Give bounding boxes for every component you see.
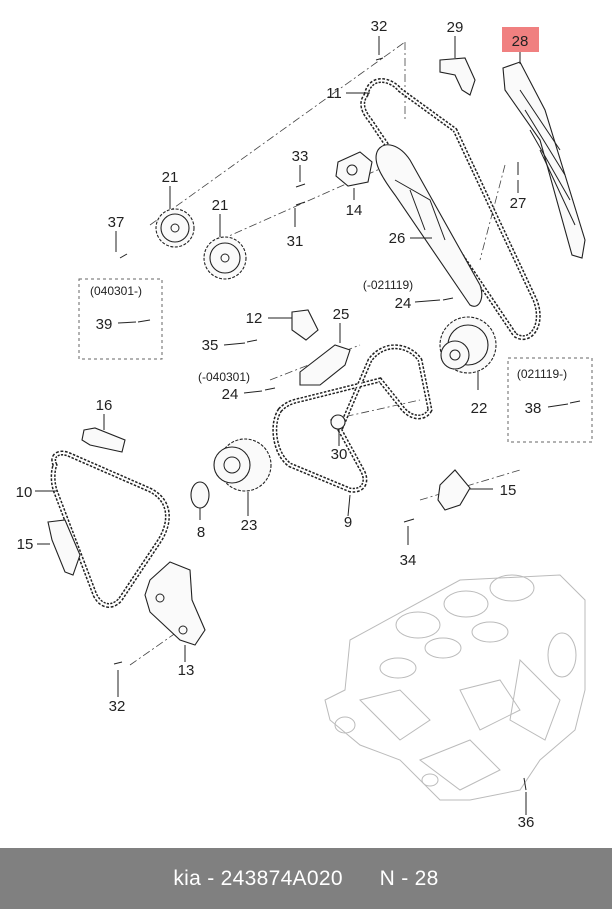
callout-13: 13 bbox=[178, 662, 195, 679]
callout-16: 16 bbox=[96, 397, 113, 414]
tensioner-13 bbox=[144, 561, 206, 646]
lower-timing-chain bbox=[50, 450, 170, 608]
callout-25: 25 bbox=[333, 306, 350, 323]
parts-diagram: 28 32 29 11 33 14 21 21 31 37 27 26 (-02… bbox=[16, 18, 593, 831]
callout-23: 23 bbox=[241, 517, 258, 534]
note-021119-box: (021119-) bbox=[517, 367, 567, 381]
callout-29: 29 bbox=[447, 19, 464, 36]
callout-27: 27 bbox=[510, 195, 527, 212]
callout-12: 12 bbox=[246, 310, 263, 327]
callout-33: 33 bbox=[292, 148, 309, 165]
callout-15-b: 15 bbox=[500, 482, 517, 499]
callout-35: 35 bbox=[202, 337, 219, 354]
reference-lines bbox=[129, 41, 521, 666]
sprocket-22 bbox=[439, 316, 497, 374]
washer-30 bbox=[330, 414, 346, 430]
guide-16 bbox=[81, 427, 126, 453]
variant-box-021119 bbox=[507, 357, 593, 443]
callout-8: 8 bbox=[197, 524, 205, 541]
callout-24-b: 24 bbox=[222, 386, 239, 403]
callout-9: 9 bbox=[344, 514, 352, 531]
tensioner-arm-26 bbox=[375, 144, 483, 307]
o-ring-8 bbox=[190, 481, 210, 509]
callout-30: 30 bbox=[331, 446, 348, 463]
callout-31: 31 bbox=[287, 233, 304, 250]
callout-37: 37 bbox=[108, 214, 125, 231]
highlight-badge-28 bbox=[502, 27, 539, 52]
callout-39: 39 bbox=[96, 316, 113, 333]
tensioner-12 bbox=[291, 309, 319, 341]
upper-timing-chain bbox=[360, 78, 541, 340]
callout-38: 38 bbox=[525, 400, 542, 417]
callout-22: 22 bbox=[471, 400, 488, 417]
engine-block bbox=[324, 574, 586, 801]
callout-26: 26 bbox=[389, 230, 406, 247]
note-minus-040301: (-040301) bbox=[198, 370, 250, 384]
callout-28: 28 bbox=[512, 33, 529, 50]
callout-21-b: 21 bbox=[212, 197, 229, 214]
guide-15-right bbox=[437, 469, 471, 511]
guide-15-left bbox=[47, 519, 81, 576]
callout-14: 14 bbox=[346, 202, 363, 219]
callout-36: 36 bbox=[518, 814, 535, 831]
leader-lines bbox=[35, 36, 569, 815]
variant-box-040301 bbox=[78, 278, 163, 360]
bolts bbox=[113, 57, 581, 791]
callout-15-a: 15 bbox=[17, 536, 34, 553]
middle-timing-chain bbox=[272, 344, 433, 493]
callout-32-bottom: 32 bbox=[109, 698, 126, 715]
footer-text: kia - 243874A020 N - 28 bbox=[173, 866, 439, 890]
note-040301-box: (040301-) bbox=[90, 284, 142, 298]
arm-25 bbox=[299, 344, 351, 386]
callout-24-a: 24 bbox=[395, 295, 412, 312]
note-minus-021119: (-021119) bbox=[363, 278, 413, 292]
footer-bar: kia - 243874A020 N - 28 bbox=[0, 848, 612, 909]
callout-11: 11 bbox=[326, 85, 342, 102]
sprocket-21-a bbox=[155, 208, 195, 248]
guide-29 bbox=[439, 57, 476, 96]
sprocket-23 bbox=[213, 438, 272, 492]
callout-10: 10 bbox=[16, 484, 33, 501]
callout-21-a: 21 bbox=[162, 169, 179, 186]
callout-34: 34 bbox=[400, 552, 417, 569]
tensioner-14 bbox=[335, 151, 373, 187]
callout-32-top: 32 bbox=[371, 18, 388, 35]
sprocket-21-b bbox=[203, 236, 247, 280]
chain-guide-28 bbox=[502, 61, 586, 259]
